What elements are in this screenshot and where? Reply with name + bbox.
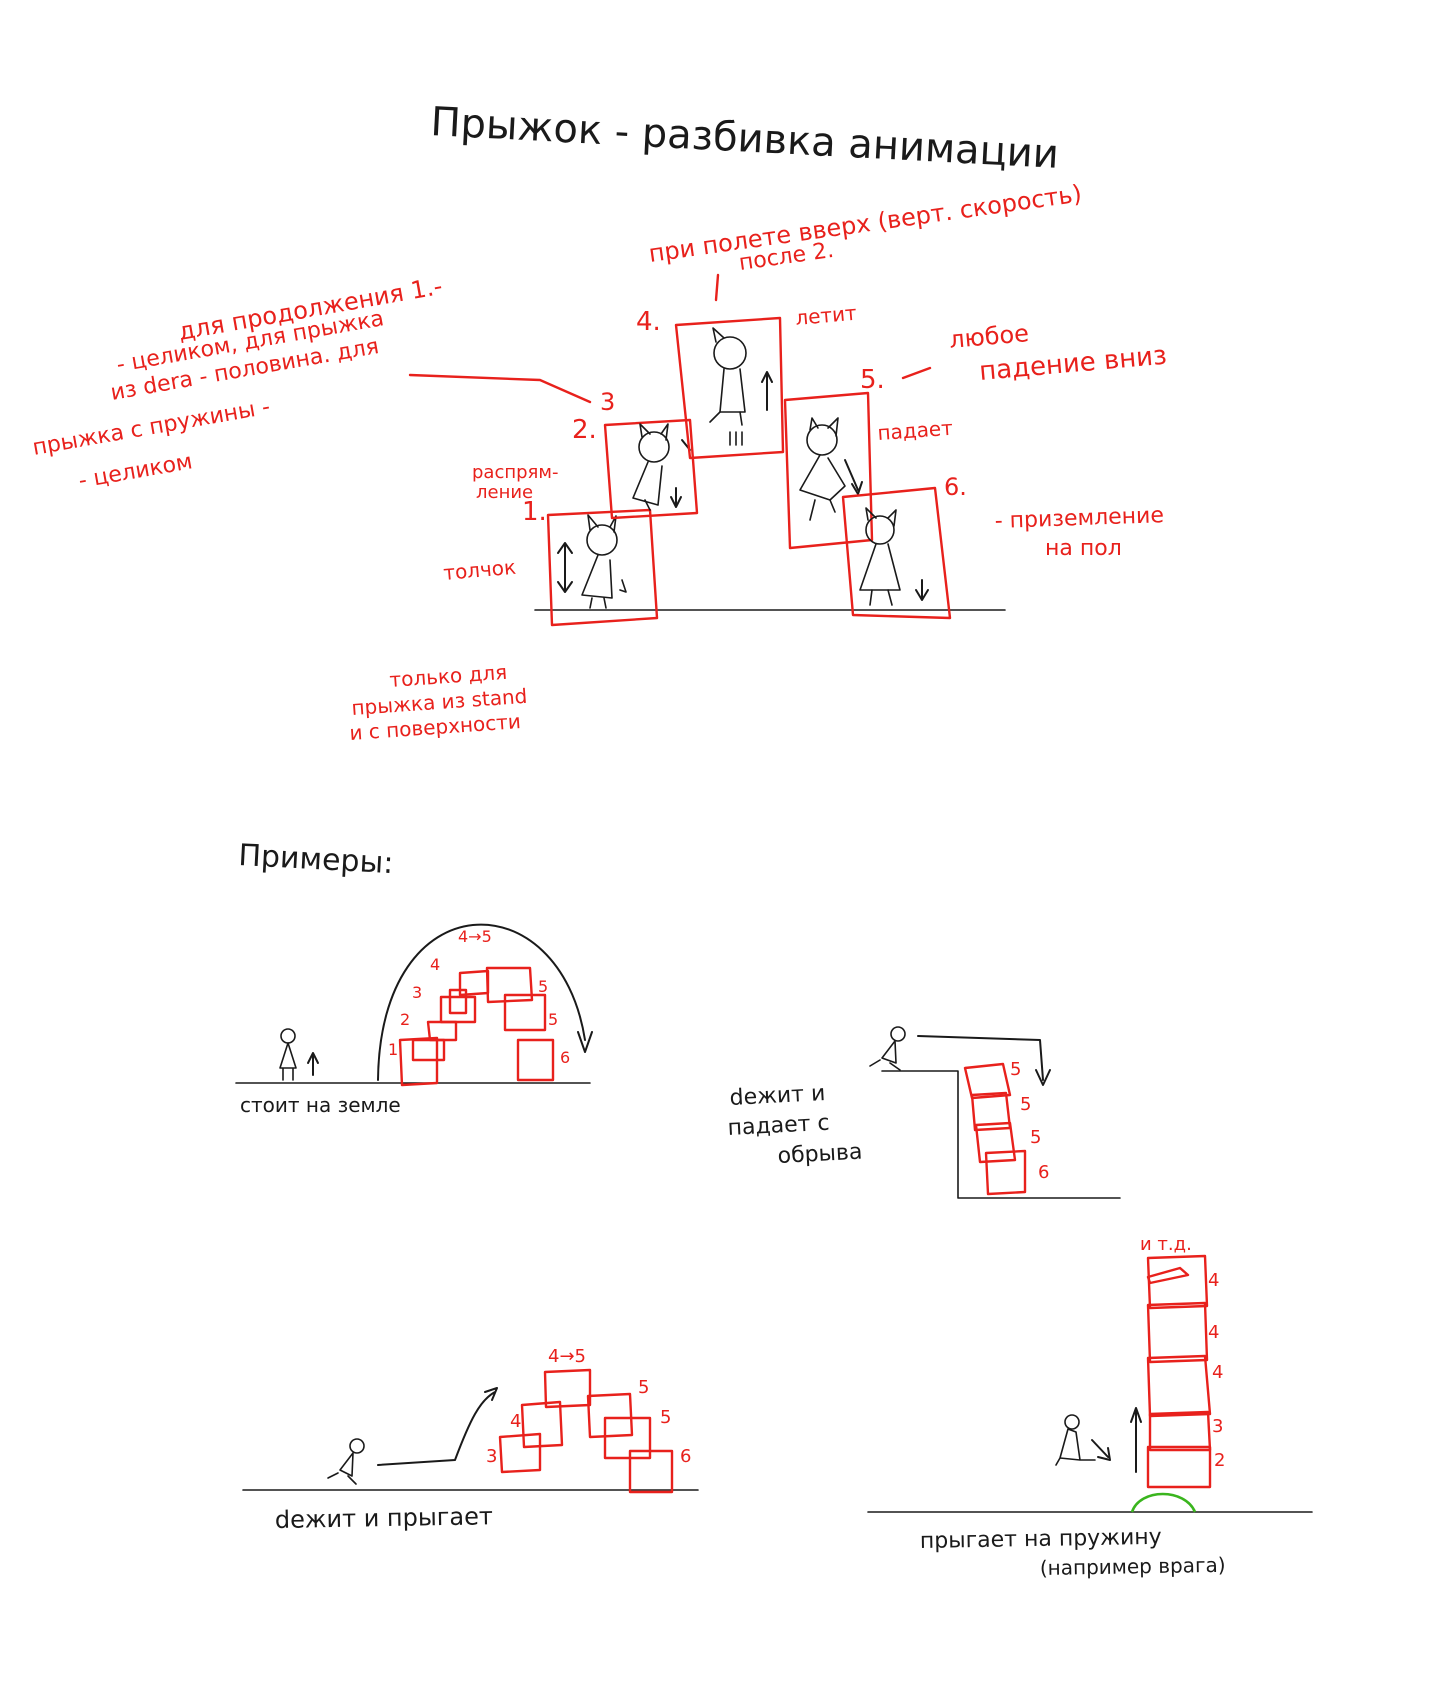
phase-5-label: падает xyxy=(877,416,954,445)
svg-text:5: 5 xyxy=(548,1010,558,1029)
phase-1-label: толчок xyxy=(442,555,517,585)
svg-text:5: 5 xyxy=(660,1407,671,1428)
example-stand-jump: 1 2 3 4 4→5 5 5 6 стоит на земле xyxy=(235,923,593,1117)
svg-text:на пол: на пол xyxy=(1045,536,1122,561)
phase-4-note: при полете вверх (верт. скорость) после … xyxy=(647,179,1084,276)
svg-text:5: 5 xyxy=(1030,1127,1041,1148)
example-stand-frames xyxy=(398,966,555,1087)
frame-1-push xyxy=(546,508,659,627)
frame-5-falling xyxy=(783,391,874,550)
example-run-off-cliff: 5 5 5 6 dежит и падает с обрыва xyxy=(727,1026,1121,1199)
phase-3-leader-line xyxy=(408,373,592,404)
frame-6-landing xyxy=(841,486,952,620)
phase-1-num: 1. xyxy=(522,497,547,527)
svg-text:прыжка с пружины -: прыжка с пружины - xyxy=(31,395,272,461)
phase-5-num: 5. xyxy=(860,365,885,395)
svg-text:1: 1 xyxy=(388,1040,398,1059)
examples-heading: Примеры: xyxy=(238,838,395,881)
svg-text:2: 2 xyxy=(1214,1450,1225,1471)
svg-text:прыгает на пружину: прыгает на пружину xyxy=(920,1525,1162,1554)
svg-text:6: 6 xyxy=(680,1446,691,1467)
svg-text:распрям-: распрям- xyxy=(472,462,558,483)
svg-text:2: 2 xyxy=(400,1010,410,1029)
svg-text:6: 6 xyxy=(560,1048,570,1067)
phase-5-leader-line xyxy=(901,366,932,380)
svg-text:3: 3 xyxy=(412,983,422,1002)
phase-4-num: 4. xyxy=(636,307,661,337)
svg-text:3: 3 xyxy=(486,1446,497,1467)
example-stand-caption: стоит на земле xyxy=(240,1093,401,1117)
svg-text:(например врага): (например врага) xyxy=(1040,1553,1226,1580)
example-spring-jump: и т.д. 4 4 4 3 2 прыгает на пружину (нап… xyxy=(867,1234,1313,1580)
phase-3-note: для продолжения 1.- - целиком, для прыжк… xyxy=(31,272,445,494)
spring-mound xyxy=(1130,1492,1197,1513)
svg-text:5: 5 xyxy=(1020,1094,1031,1115)
example-run-and-jump: 3 4 4→5 5 5 6 dежит и прыгает xyxy=(242,1346,699,1534)
phase-6-note: - приземление на пол xyxy=(994,503,1164,561)
breakdown-diagram xyxy=(534,316,1006,627)
svg-text:и т.д.: и т.д. xyxy=(1140,1234,1192,1255)
phase-6-num: 6. xyxy=(944,473,967,501)
phase-2-num: 2. xyxy=(572,415,597,445)
phase-2-label: распрям- ление xyxy=(472,462,558,503)
svg-text:при полете вверх (верт. скорос: при полете вверх (верт. скорость) xyxy=(647,179,1084,268)
svg-text:ление: ление xyxy=(476,482,533,503)
svg-text:6: 6 xyxy=(1038,1162,1049,1183)
phase-4-label: летит xyxy=(794,301,858,330)
svg-text:5: 5 xyxy=(538,977,548,996)
phase-3-num: 3 xyxy=(600,388,615,416)
svg-text:обрыва: обрыва xyxy=(777,1140,863,1169)
page-title: Прыжок - разбивка анимации xyxy=(429,99,1059,178)
svg-text:5: 5 xyxy=(1010,1059,1021,1080)
svg-text:4: 4 xyxy=(1208,1270,1219,1291)
svg-text:4: 4 xyxy=(430,955,440,974)
phase-4-leader-line xyxy=(714,273,720,302)
frame-4-flying xyxy=(674,316,785,460)
frame-2-straighten xyxy=(603,418,699,520)
svg-text:3: 3 xyxy=(1212,1416,1223,1437)
svg-text:- целиком: - целиком xyxy=(77,449,195,494)
svg-text:5: 5 xyxy=(638,1377,649,1398)
svg-text:4: 4 xyxy=(1212,1362,1223,1383)
phase-5-note: любое падение вниз xyxy=(948,319,1168,387)
svg-text:dежит и: dежит и xyxy=(729,1081,826,1111)
svg-text:4→5: 4→5 xyxy=(548,1346,586,1367)
svg-text:падает с: падает с xyxy=(727,1111,830,1141)
svg-text:4→5: 4→5 xyxy=(458,927,492,946)
example-run-jump-caption: dежит и прыгает xyxy=(275,1502,493,1534)
svg-text:4: 4 xyxy=(1208,1322,1219,1343)
svg-text:любое: любое xyxy=(948,319,1030,354)
svg-text:4: 4 xyxy=(510,1411,521,1432)
svg-text:- приземление: - приземление xyxy=(994,503,1164,534)
phase-1-note: только для прыжка из stand и с поверхнос… xyxy=(349,660,528,745)
